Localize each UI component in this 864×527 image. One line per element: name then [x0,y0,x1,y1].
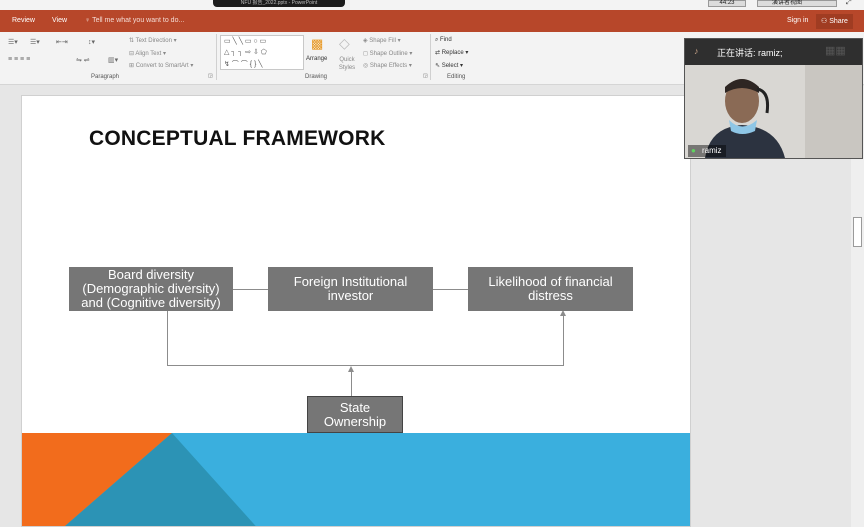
foreign-investor-box[interactable]: Foreign Institutional investor [268,267,433,311]
connector-board-foreign [233,289,268,290]
fullscreen-icon[interactable]: ⤢ [846,0,852,6]
ribbon-tab-bar: Review View ♀ Tell me what you want to d… [0,10,864,32]
state-ownership-box[interactable]: State Ownership [307,396,403,433]
arrowhead-up-icon [348,366,354,372]
share-button[interactable]: ⚇ Share [816,14,853,29]
tell-me-text: Tell me what you want to do... [92,17,185,24]
numbering-icon[interactable]: ☰▾ [30,39,40,46]
slide-canvas[interactable]: CONCEPTUAL FRAMEWORK Board diversity (De… [21,95,691,527]
paragraph-group-label: Paragraph [91,74,120,80]
tell-me-search[interactable]: ♀ Tell me what you want to do... [85,10,184,32]
replace-button[interactable]: ⇄ Replace ▾ [435,50,469,56]
shapes-gallery[interactable]: ▭ ╲ ╲ ▭ ○ ▭ △ ┐ ┐ ⇨ ⇩ ⬠ ↯ ⌒ ⌒ { } ╲ [220,35,304,70]
line-spacing-icon[interactable]: ↕▾ [88,39,96,46]
speaker-icon: ♪ [694,46,699,56]
view-mode-dropdown[interactable]: 演讲者视图 [757,0,837,7]
find-button[interactable]: ⌕ Find [435,37,452,43]
connector-foreign-likelihood [433,289,468,290]
text-direction-mini-icon[interactable]: ⇋ ⇌ [76,57,90,64]
editing-group-label: Editing [447,74,466,80]
grip-icon: ▦▦ [825,45,846,57]
ribbon-separator [430,34,431,80]
participant-name: ramiz [702,146,722,155]
slide-title[interactable]: CONCEPTUAL FRAMEWORK [89,127,386,150]
video-header: ♪ 正在讲话: ramiz; ▦▦ [685,39,862,65]
participant-video [685,65,862,158]
tab-view[interactable]: View [52,17,68,24]
mic-icon: ● [691,146,696,155]
select-button[interactable]: ⇖ Select ▾ [435,63,464,69]
shape-effects-button[interactable]: ◎ Shape Effects ▾ [363,63,412,69]
likelihood-distress-box[interactable]: Likelihood of financial distress [468,267,633,311]
connector-state-up [351,371,352,396]
shape-icons-row3: ↯ ⌒ ⌒ { } ╲ [224,61,263,68]
sign-in-link[interactable]: Sign in [787,17,809,24]
bullets-icon[interactable]: ☰▾ [8,39,18,46]
text-direction-button[interactable]: ⇅ Text Direction ▾ [129,38,177,44]
drawing-group-label: Drawing [305,74,328,80]
participant-name-tag: ● ramiz [688,145,726,157]
lightbulb-icon: ♀ [85,17,91,24]
teal-triangle [65,433,256,526]
speaking-indicator: 正在讲话: ramiz; [717,48,783,58]
share-label: Share [829,18,848,25]
align-left-icon[interactable]: ≡ ≡ ≡ ≡ [8,56,31,63]
indent-decrease-icon[interactable]: ⇤⇥ [56,39,68,46]
ribbon-separator [216,34,217,80]
quick-styles-button[interactable]: Quick Styles [338,57,356,71]
document-title: NFU 报告_2022.pptx - PowerPoint [213,0,345,7]
video-call-window[interactable]: ♪ 正在讲话: ramiz; ▦▦ ● ramiz [684,38,863,159]
connector-board-down [167,311,168,366]
vertical-scrollbar[interactable] [851,86,864,527]
scrollbar-thumb[interactable] [853,217,862,247]
convert-smartart-button[interactable]: ⊞ Convert to SmartArt ▾ [129,63,194,69]
tab-review[interactable]: Review [12,17,35,24]
window-top-strip [0,0,864,10]
person-icon: ⚇ [821,18,828,25]
dialog-launcher-icon[interactable]: ◲ [423,73,428,79]
meeting-timer: 44:23 [708,0,746,7]
arrange-button[interactable]: Arrange [306,56,328,62]
board-diversity-box[interactable]: Board diversity (Demographic diversity) … [69,267,233,311]
participant-image [685,65,862,158]
shape-icons-row2: △ ┐ ┐ ⇨ ⇩ ⬠ [224,49,267,56]
connector-bottom-horizontal [167,365,564,366]
dialog-launcher-icon[interactable]: ◲ [208,73,213,79]
decorative-band-shapes [22,433,256,526]
shape-icons-row1: ▭ ╲ ╲ ▭ ○ ▭ [224,38,267,45]
shape-outline-button[interactable]: ◻ Shape Outline ▾ [363,51,413,57]
quick-styles-icon: ◇ [339,35,350,51]
columns-icon[interactable]: ▥▾ [108,57,119,64]
align-text-button[interactable]: ⊟ Align Text ▾ [129,51,166,57]
arrange-icon: ▩ [311,36,324,51]
orange-triangle [22,433,172,526]
connector-to-likelihood [563,315,564,366]
shape-fill-button[interactable]: ◈ Shape Fill ▾ [363,38,401,44]
arrowhead-up-icon [560,310,566,316]
